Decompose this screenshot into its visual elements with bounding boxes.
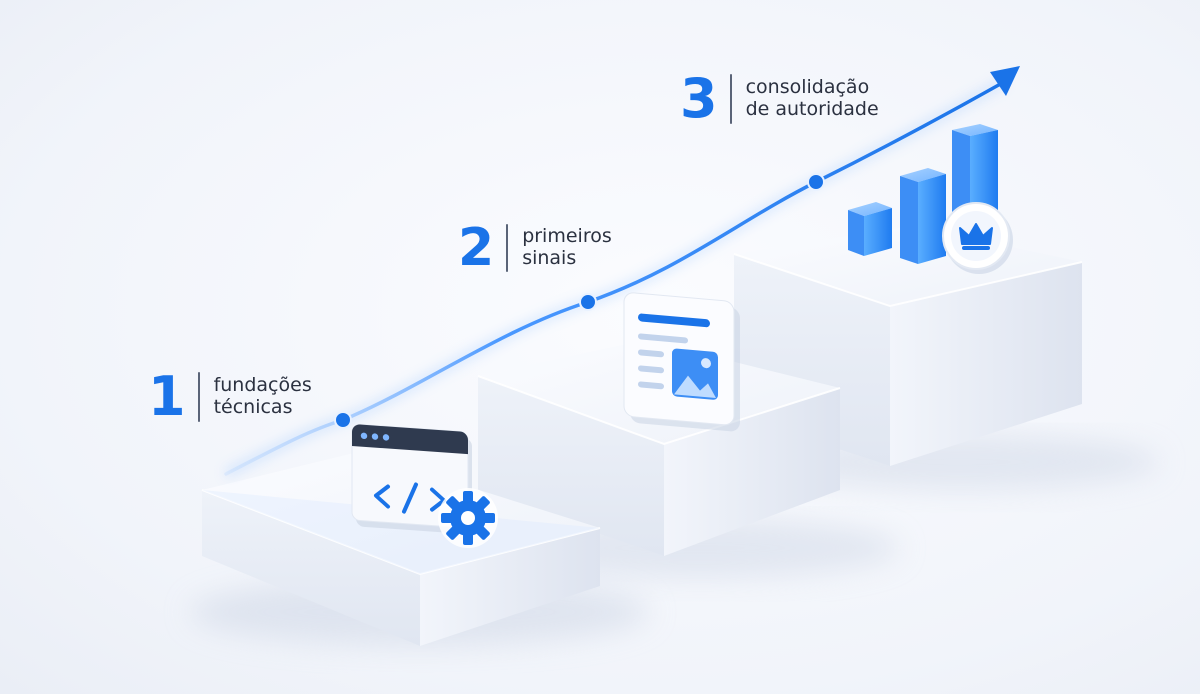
code-window-gear-icon [351, 424, 498, 548]
bar-chart-crown-icon [848, 124, 1013, 274]
step-number-3: 3 [680, 67, 718, 130]
growth-arrow [224, 66, 1020, 478]
step-title-line-1: primeiros [522, 225, 612, 248]
step-title-line-2: de autoridade [745, 98, 879, 120]
step-label-1: 1 fundações técnicas [148, 370, 312, 424]
content-document-icon [623, 292, 740, 432]
platform-step-2 [477, 340, 841, 556]
step-divider [197, 372, 200, 422]
arrow-head-icon [990, 66, 1020, 96]
step-title-1: fundações técnicas [213, 374, 312, 419]
step-number-2: 2 [458, 218, 495, 278]
milestone-dot-2 [579, 293, 597, 311]
step-title-line-1: consolidação [745, 76, 870, 99]
step-title-line-2: sinais [522, 247, 577, 269]
step-number-1: 1 [148, 365, 186, 428]
step-title-line-1: fundações [213, 374, 312, 397]
step-divider [506, 224, 509, 272]
crown-icon [942, 202, 1013, 274]
gear-icon [438, 488, 498, 548]
step-title-line-2: técnicas [213, 396, 293, 418]
milestone-dot-3 [807, 173, 825, 191]
step-label-3: 3 consolidação de autoridade [680, 72, 879, 126]
step-title-2: primeiros sinais [522, 225, 612, 270]
step-title-3: consolidação de autoridade [745, 76, 879, 121]
step-divider [729, 74, 732, 124]
milestone-dot-1 [334, 411, 352, 429]
step-label-2: 2 primeiros sinais [458, 222, 612, 274]
